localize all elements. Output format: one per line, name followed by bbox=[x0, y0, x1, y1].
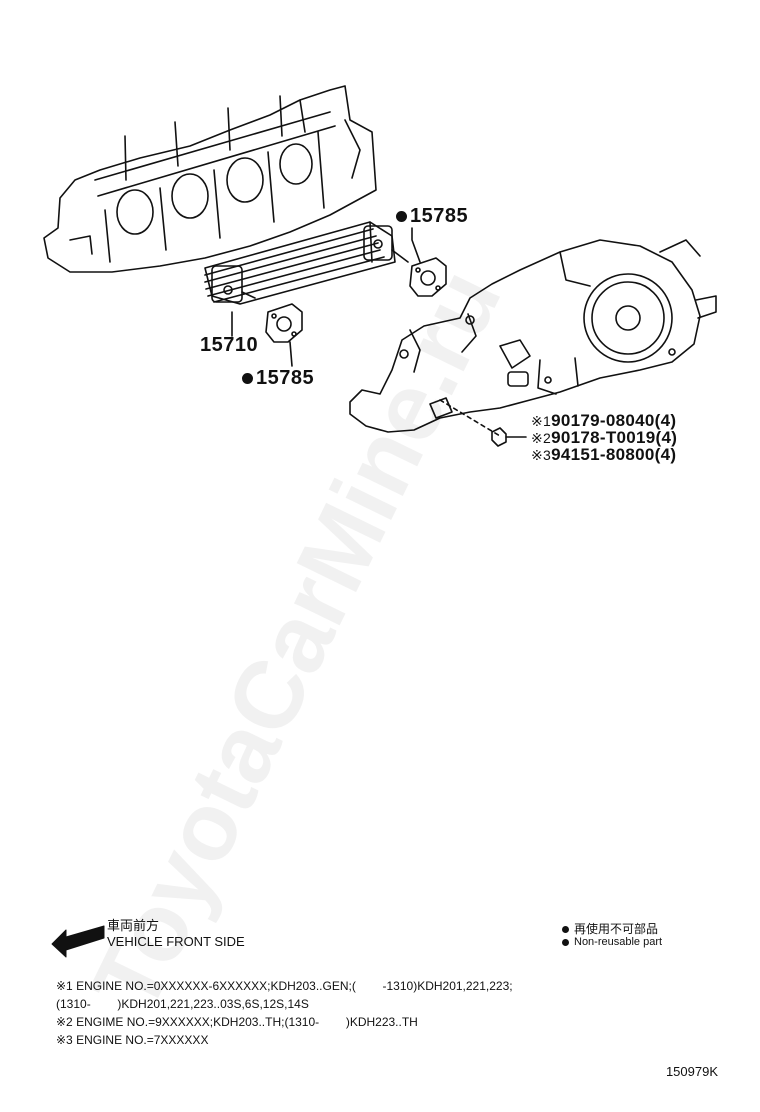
legend-en: Non-reusable part bbox=[562, 936, 662, 948]
vehicle-front-jp: 車両前方 bbox=[107, 918, 160, 933]
part-label-cooler[interactable]: 15710 bbox=[200, 334, 258, 357]
ref-part-number: 90178-T0019(4) bbox=[551, 428, 678, 447]
non-reusable-dot-icon bbox=[396, 211, 407, 223]
note-line: (1310- )KDH201,221,223..03S,6S,12S,14S bbox=[56, 997, 309, 1011]
housing-drawing bbox=[349, 239, 717, 433]
legend-dot-icon bbox=[562, 938, 569, 946]
part-label-gasket-top[interactable]: 15785 bbox=[396, 205, 468, 228]
engine-notes: ※1 ENGINE NO.=0XXXXXX-6XXXXXX;KDH203..GE… bbox=[56, 977, 513, 1049]
vehicle-front-en: VEHICLE FRONT SIDE bbox=[107, 934, 245, 949]
part-label-gasket-bottom[interactable]: 15785 bbox=[242, 367, 314, 390]
legend-en-text: Non-reusable part bbox=[574, 936, 663, 948]
ref-part-1[interactable]: ※190179-08040(4) bbox=[531, 411, 676, 431]
legend-jp: 再使用不可部品 bbox=[562, 920, 658, 937]
legend-jp-text: 再使用不可部品 bbox=[574, 922, 659, 936]
part-number: 15710 bbox=[200, 334, 259, 356]
ref-part-number: 94151-80800(4) bbox=[551, 445, 677, 464]
part-number: 15785 bbox=[410, 205, 469, 227]
vehicle-front-label: 車両前方 VEHICLE FRONT SIDE bbox=[107, 918, 245, 950]
gasket-bottom-drawing bbox=[265, 303, 303, 343]
legend-dot-icon bbox=[562, 926, 569, 934]
ref-part-2[interactable]: ※290178-T0019(4) bbox=[531, 428, 677, 448]
note-line: ※1 ENGINE NO.=0XXXXXX-6XXXXXX;KDH203..GE… bbox=[56, 979, 513, 993]
engine-block bbox=[43, 85, 377, 273]
note-line: ※3 ENGINE NO.=7XXXXXX bbox=[56, 1033, 209, 1047]
drawing-code: 150979K bbox=[665, 1064, 718, 1079]
non-reusable-dot-icon bbox=[242, 373, 253, 385]
ref-mark: ※1 bbox=[531, 413, 552, 429]
oil-cooler-drawing bbox=[204, 221, 409, 305]
ref-part-number: 90179-08040(4) bbox=[551, 411, 677, 430]
note-line: ※2 ENGIME NO.=9XXXXXX;KDH203..TH;(1310- … bbox=[56, 1015, 418, 1029]
ref-mark: ※3 bbox=[531, 447, 552, 463]
part-number: 15785 bbox=[256, 367, 315, 389]
front-arrow-icon bbox=[51, 925, 105, 958]
ref-part-3[interactable]: ※394151-80800(4) bbox=[531, 445, 676, 465]
gasket-top-drawing bbox=[409, 257, 447, 297]
bolt-drawing bbox=[491, 427, 527, 447]
ref-mark: ※2 bbox=[531, 430, 552, 446]
